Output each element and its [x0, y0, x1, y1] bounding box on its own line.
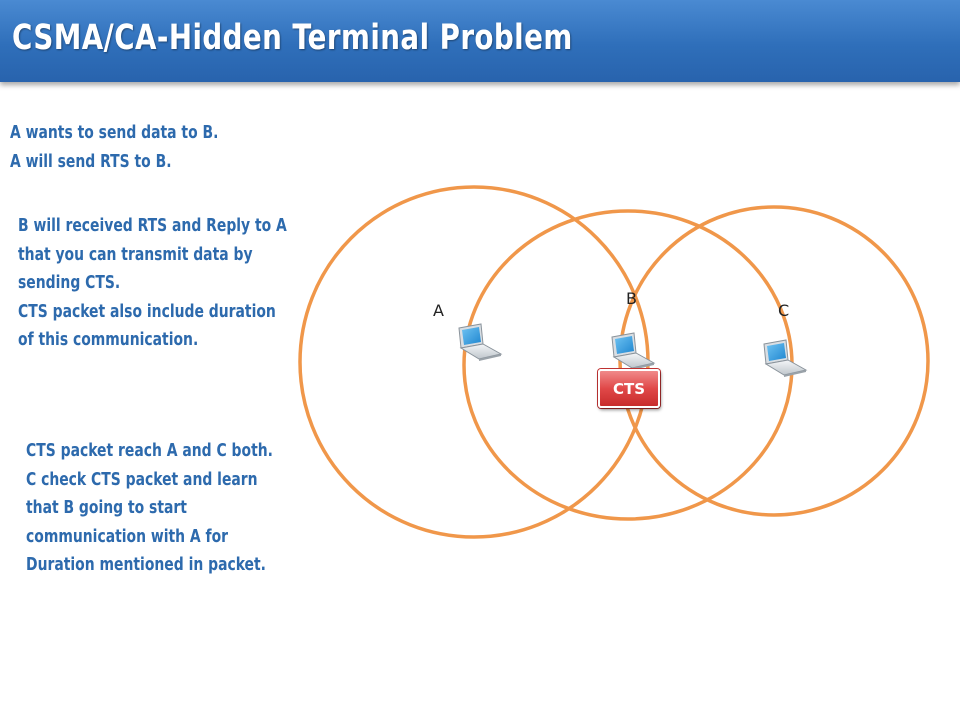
text-line: of this communication. — [18, 329, 199, 350]
text-line: that B going to start — [26, 497, 187, 518]
title-bar: CSMA/CA-Hidden Terminal Problem — [0, 0, 960, 82]
text-line: Duration mentioned in packet. — [26, 554, 266, 575]
node-label-c: C — [778, 301, 789, 320]
text-line: CTS packet reach A and C both. — [26, 440, 273, 461]
text-line: sending CTS. — [18, 272, 121, 293]
text-line: B will received RTS and Reply to A — [18, 215, 287, 236]
range-circle-a — [298, 185, 650, 539]
text-line: A wants to send data to B. — [10, 122, 219, 143]
text-line: CTS packet also include duration — [18, 300, 276, 322]
text-line: communication with A for — [26, 525, 229, 547]
text-line: A will send RTS to B. — [10, 150, 172, 172]
cts-packet: CTS — [598, 369, 660, 408]
intro-paragraph: A wants to send data to B. A will send R… — [10, 119, 218, 176]
text-line: C check CTS packet and learn — [26, 468, 258, 490]
slide-title: CSMA/CA-Hidden Terminal Problem — [12, 18, 573, 58]
text-line: that you can transmit data by — [18, 243, 253, 265]
node-label-b: B — [626, 289, 637, 308]
laptop-icon — [763, 339, 807, 378]
cts-packet-label: CTS — [612, 379, 646, 398]
cts-reach-paragraph: CTS packet reach A and C both. C check C… — [26, 437, 273, 580]
node-label-a: A — [433, 301, 444, 320]
cts-reply-paragraph: B will received RTS and Reply to A that … — [18, 212, 287, 355]
